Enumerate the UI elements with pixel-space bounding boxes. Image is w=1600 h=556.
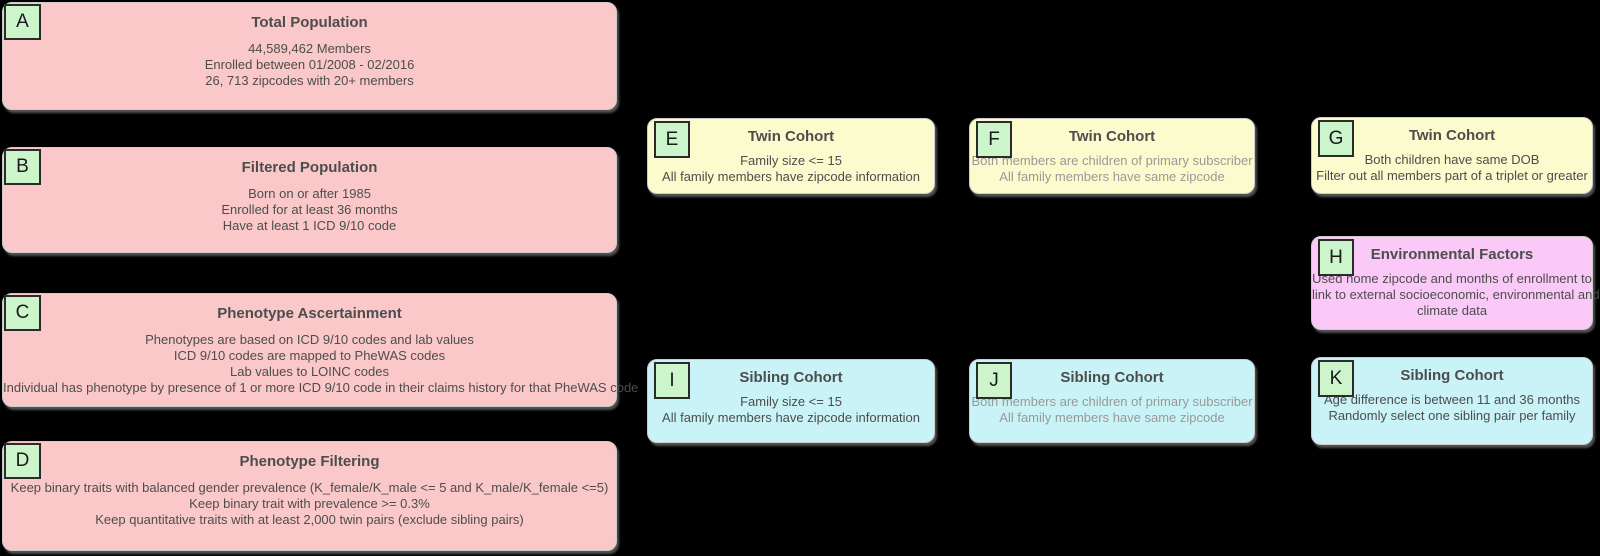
node-letter-badge: J xyxy=(976,362,1012,399)
node-environmental-factors: H Environmental Factors Used home zipcod… xyxy=(1311,236,1600,330)
node-body-line: ICD 9/10 codes are mapped to PheWAS code… xyxy=(173,348,446,363)
node-body-line: Enrolled between 01/2008 - 02/2016 xyxy=(204,57,415,72)
node-letter-badge: F xyxy=(976,121,1012,158)
node-body: Both members are children of primary sub… xyxy=(970,153,1254,185)
node-body-line: 44,589,462 Members xyxy=(248,41,371,56)
node-body: Age difference is between 11 and 36 mont… xyxy=(1312,392,1592,424)
node-body-line: link to external socioeconomic, environm… xyxy=(1312,287,1600,302)
node-filtered-population: B Filtered Population Born on or after 1… xyxy=(2,147,617,253)
node-letter-badge: E xyxy=(654,121,690,158)
node-sibling-cohort-j: J Sibling Cohort Both members are childr… xyxy=(969,359,1255,443)
node-body-line: Individual has phenotype by presence of … xyxy=(3,380,639,395)
node-title: Twin Cohort xyxy=(1408,127,1496,144)
node-phenotype-filtering: D Phenotype Filtering Keep binary traits… xyxy=(2,441,617,551)
node-body-line: Keep binary trait with prevalence >= 0.3… xyxy=(189,496,430,511)
node-body-line: Filter out all members part of a triplet… xyxy=(1316,168,1588,183)
node-body: 44,589,462 Members Enrolled between 01/2… xyxy=(3,41,616,89)
node-body-line: All family members have zipcode informat… xyxy=(662,410,920,425)
node-letter-badge: C xyxy=(4,295,41,331)
node-twin-cohort-e: E Twin Cohort Family size <= 15 All fami… xyxy=(647,118,935,194)
node-body-line: 26, 713 zipcodes with 20+ members xyxy=(205,73,414,88)
node-title: Phenotype Ascertainment xyxy=(217,305,402,322)
node-body: Family size <= 15 All family members hav… xyxy=(648,153,934,185)
node-sibling-cohort-i: I Sibling Cohort Family size <= 15 All f… xyxy=(647,359,935,443)
node-letter-badge: K xyxy=(1318,360,1354,397)
node-letter-badge: A xyxy=(4,4,41,40)
node-body-line: Age difference is between 11 and 36 mont… xyxy=(1323,392,1581,407)
node-body: Family size <= 15 All family members hav… xyxy=(648,394,934,426)
node-letter-badge: D xyxy=(4,443,41,479)
node-body: Both children have same DOB Filter out a… xyxy=(1312,152,1592,184)
node-body: Both members are children of primary sub… xyxy=(970,394,1254,426)
node-sibling-cohort-k: K Sibling Cohort Age difference is betwe… xyxy=(1311,357,1593,445)
node-body-line: Have at least 1 ICD 9/10 code xyxy=(222,218,397,233)
node-body-line: All family members have same zipcode xyxy=(999,410,1225,425)
node-body-line: Lab values to LOINC codes xyxy=(230,364,389,379)
node-body: Used home zipcode and months of enrollme… xyxy=(1312,271,1600,319)
node-title: Total Population xyxy=(251,14,368,31)
node-body: Born on or after 1985 Enrolled for at le… xyxy=(3,186,616,234)
node-body: Phenotypes are based on ICD 9/10 codes a… xyxy=(3,332,639,396)
node-body-line: Both members are children of primary sub… xyxy=(971,153,1253,168)
node-body-line: Randomly select one sibling pair per fam… xyxy=(1328,408,1576,423)
node-total-population: A Total Population 44,589,462 Members En… xyxy=(2,2,617,110)
node-title: Twin Cohort xyxy=(1068,128,1156,145)
node-body-line: Family size <= 15 xyxy=(740,394,842,409)
node-title: Sibling Cohort xyxy=(1060,369,1164,386)
node-letter-badge: G xyxy=(1318,120,1354,157)
node-body-line: Born on or after 1985 xyxy=(248,186,371,201)
node-title: Filtered Population xyxy=(241,159,378,176)
node-body-line: Family size <= 15 xyxy=(740,153,842,168)
node-title: Environmental Factors xyxy=(1370,246,1534,263)
node-title: Sibling Cohort xyxy=(1400,367,1504,384)
node-body: Keep binary traits with balanced gender … xyxy=(3,480,616,528)
node-body-line: Keep binary traits with balanced gender … xyxy=(10,480,609,495)
node-letter-badge: I xyxy=(654,362,690,399)
node-twin-cohort-f: F Twin Cohort Both members are children … xyxy=(969,118,1255,194)
node-body-line: climate data xyxy=(1416,303,1488,318)
node-title: Phenotype Filtering xyxy=(239,453,380,470)
node-letter-badge: H xyxy=(1318,239,1354,276)
node-body-line: Phenotypes are based on ICD 9/10 codes a… xyxy=(145,332,474,347)
node-title: Twin Cohort xyxy=(747,128,835,145)
node-title: Sibling Cohort xyxy=(739,369,843,386)
node-body-line: All family members have same zipcode xyxy=(999,169,1225,184)
node-twin-cohort-g: G Twin Cohort Both children have same DO… xyxy=(1311,117,1593,194)
node-body-line: All family members have zipcode informat… xyxy=(662,169,920,184)
node-body-line: Enrolled for at least 36 months xyxy=(221,202,398,217)
node-body-line: Used home zipcode and months of enrollme… xyxy=(1312,271,1592,286)
node-body-line: Both children have same DOB xyxy=(1364,152,1540,167)
node-body-line: Both members are children of primary sub… xyxy=(971,394,1253,409)
node-phenotype-ascertainment: C Phenotype Ascertainment Phenotypes are… xyxy=(2,293,639,407)
node-body-line: Keep quantitative traits with at least 2… xyxy=(95,512,524,527)
node-letter-badge: B xyxy=(4,149,41,185)
